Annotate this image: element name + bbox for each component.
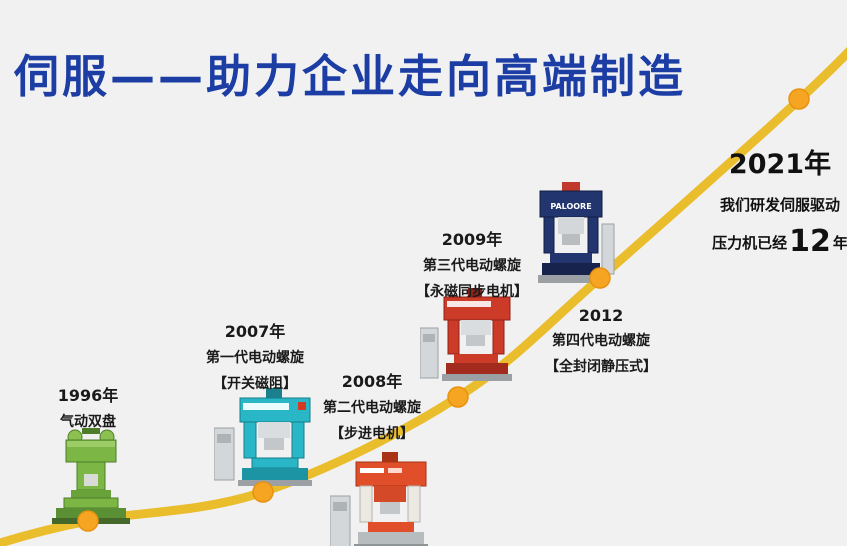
press-machine-2012-illustration: PALOORE (538, 182, 615, 283)
endpoint-line1: 我们研发伺服驱动 (719, 196, 840, 214)
milestone-year: 1996年 (57, 386, 119, 405)
milestone-2012: 2012 第四代电动螺旋 【全封闭静压式】 (545, 306, 657, 382)
milestone-detail: 【步进电机】 (330, 426, 414, 442)
milestone-label: 第三代电动螺旋 (423, 258, 521, 274)
press-machine-2008-illustration (330, 452, 428, 546)
milestone-label: 第二代电动螺旋 (323, 400, 421, 416)
press-machine-2009-illustration (420, 288, 512, 381)
milestone-1996: 1996年 气动双盘 (58, 382, 119, 437)
press-machine-2007-illustration (214, 388, 312, 486)
page-title: 伺服——助力企业走向高端制造 (14, 50, 687, 103)
endpoint-year: 2021年 (728, 149, 832, 180)
milestone-detail: 【永磁同步电机】 (416, 284, 528, 300)
milestone-2007: 2007年 第一代电动螺旋 【开关磁阻】 (206, 318, 304, 399)
endpoint-years-count: 12 (789, 224, 831, 259)
milestone-year: 2009年 (441, 230, 503, 249)
endpoint-line2-suffix: 年 (832, 234, 847, 252)
milestone-year: 2007年 (224, 322, 286, 341)
milestone-label: 第四代电动螺旋 (552, 333, 650, 349)
milestone-detail: 【开关磁阻】 (213, 376, 297, 392)
milestone-label: 第一代电动螺旋 (206, 350, 304, 366)
press-2012-brand-label: PALOORE (550, 202, 591, 211)
milestone-year: 2012 (578, 306, 624, 325)
milestone-2009: 2009年 第三代电动螺旋 【永磁同步电机】 (416, 226, 528, 307)
milestone-2008: 2008年 第二代电动螺旋 【步进电机】 (323, 368, 421, 449)
endpoint-line2-prefix: 压力机已经 (712, 234, 788, 252)
milestone-detail: 【全封闭静压式】 (545, 359, 657, 375)
milestone-label: 气动双盘 (59, 414, 116, 430)
milestone-year: 2008年 (341, 372, 403, 391)
